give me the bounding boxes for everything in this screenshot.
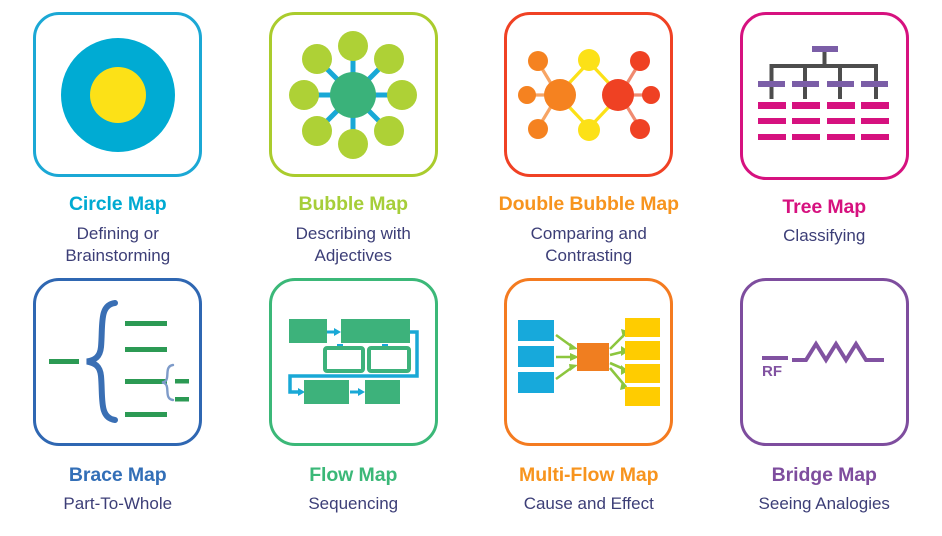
map-card-bridge-map[interactable]: RF Bridge Map Seeing Analogies bbox=[707, 268, 942, 524]
map-subtitle: Cause and Effect bbox=[524, 493, 654, 516]
map-subtitle-line: Classifying bbox=[783, 226, 866, 246]
map-card-bubble-map[interactable]: Bubble Map Describing with Adjectives bbox=[236, 0, 472, 268]
map-subtitle-line: Part-To-Whole bbox=[63, 494, 173, 514]
map-card-multi-flow-map[interactable]: Multi-Flow Map Cause and Effect bbox=[471, 268, 707, 524]
bridge-map-rf-label: RF bbox=[762, 363, 782, 380]
map-subtitle: Describing with Adjectives bbox=[296, 223, 411, 268]
map-card-double-bubble-map[interactable]: Double Bubble Map Comparing and Contrast… bbox=[471, 0, 707, 268]
map-title: Circle Map bbox=[68, 193, 167, 216]
map-title: Bridge Map bbox=[771, 464, 877, 486]
map-subtitle: Classifying bbox=[783, 225, 865, 248]
map-subtitle-line: Adjectives bbox=[314, 246, 392, 266]
map-subtitle-line: Brainstorming bbox=[65, 246, 171, 266]
flow-map-icon bbox=[288, 319, 419, 404]
double-bubble-map-card-frame[interactable] bbox=[504, 12, 674, 178]
map-subtitle-line: Comparing and bbox=[530, 223, 647, 243]
multi-flow-map-icon bbox=[517, 318, 660, 406]
map-card-circle-map[interactable]: Circle Map Defining or Brainstorming bbox=[0, 0, 236, 268]
circle-map-icon bbox=[60, 37, 175, 152]
map-subtitle: Defining or Brainstorming bbox=[65, 223, 170, 268]
map-card-tree-map[interactable]: Tree Map Classifying bbox=[707, 0, 942, 268]
map-subtitle-line: Sequencing bbox=[308, 494, 399, 514]
map-subtitle-line: Cause and Effect bbox=[523, 494, 654, 514]
flow-map-card-frame[interactable] bbox=[268, 278, 438, 446]
map-subtitle-line: Describing with bbox=[295, 223, 411, 243]
map-subtitle-line: Seeing Analogies bbox=[758, 494, 890, 514]
bridge-map-icon: RF bbox=[762, 340, 885, 380]
map-subtitle: Part-To-Whole bbox=[63, 493, 172, 516]
map-card-flow-map[interactable]: Flow Map Sequencing bbox=[236, 268, 472, 524]
double-bubble-map-icon bbox=[517, 48, 660, 141]
bridge-map-card-frame[interactable]: RF bbox=[739, 278, 909, 446]
brace-map-card-frame[interactable] bbox=[33, 278, 203, 446]
bubble-map-icon bbox=[289, 30, 418, 159]
brace-map-icon bbox=[48, 300, 189, 423]
tree-map-card-frame[interactable] bbox=[739, 12, 909, 180]
map-title: Tree Map bbox=[782, 196, 867, 218]
map-subtitle-line: Contrasting bbox=[545, 246, 633, 266]
map-title: Double Bubble Map bbox=[498, 193, 679, 216]
map-subtitle: Sequencing bbox=[308, 493, 398, 516]
map-subtitle: Comparing and Contrasting bbox=[531, 223, 647, 268]
multi-flow-map-card-frame[interactable] bbox=[504, 278, 674, 446]
bubble-map-card-frame[interactable] bbox=[268, 12, 438, 178]
circle-map-card-frame[interactable] bbox=[33, 12, 203, 178]
tree-map-icon bbox=[758, 46, 890, 140]
map-subtitle-line: Defining or bbox=[76, 223, 159, 243]
map-card-brace-map[interactable]: Brace Map Part-To-Whole bbox=[0, 268, 236, 524]
map-title: Flow Map bbox=[309, 464, 398, 486]
map-subtitle: Seeing Analogies bbox=[759, 493, 890, 516]
map-title: Brace Map bbox=[68, 464, 167, 486]
map-title: Multi-Flow Map bbox=[519, 464, 659, 486]
map-title: Bubble Map bbox=[298, 193, 409, 216]
